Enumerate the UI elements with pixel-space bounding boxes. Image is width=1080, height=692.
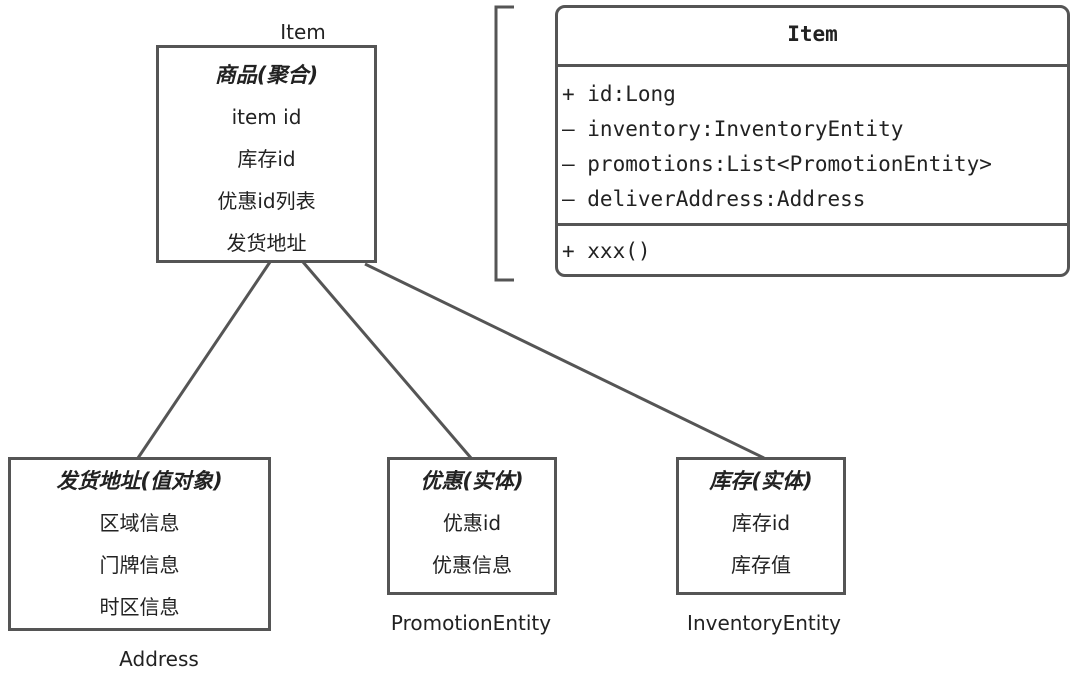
connector-inventory [364,262,765,460]
inventory-box: 库存(实体) 库存id 库存值 [676,457,846,595]
address-field: 门牌信息 [99,553,180,577]
aggregate-title: 商品(聚合) [214,63,319,87]
address-box: 发货地址(值对象) 区域信息 门牌信息 时区信息 [8,457,271,631]
uml-operation: + xxx() [562,239,651,263]
uml-attribute: – promotions:List<PromotionEntity> [562,152,992,176]
uml-attribute: – deliverAddress:Address [562,187,866,211]
inventory-field: 库存id [731,511,791,535]
promotion-title: 优惠(实体) [420,469,524,493]
aggregate-field: 库存id [237,147,296,171]
uml-attribute: – inventory:InventoryEntity [562,117,904,141]
aggregate-field: 发货地址 [226,231,307,255]
address-field: 时区信息 [99,595,180,619]
promotion-caption: PromotionEntity [390,611,552,635]
aggregate-field: 优惠id列表 [217,189,316,213]
promotion-field: 优惠信息 [432,553,512,577]
uml-class-box: Item + id:Long – inventory:InventoryEnti… [555,5,1070,277]
aggregate-caption: Item [280,20,326,44]
address-field: 区域信息 [99,511,180,535]
uml-class-name: Item [558,8,1067,67]
inventory-caption: InventoryEntity [687,611,841,635]
promotion-box: 优惠(实体) 优惠id 优惠信息 [387,457,557,595]
promotion-field: 优惠id [442,511,502,535]
connector-promotion [301,261,473,459]
address-caption: Address [119,647,199,671]
inventory-title: 库存(实体) [709,469,813,493]
aggregate-field: item id [231,105,302,129]
uml-attribute: + id:Long [562,82,676,106]
connector-address [136,261,272,459]
uml-attributes: + id:Long – inventory:InventoryEntity – … [558,67,1067,226]
aggregate-box: 商品(聚合) item id 库存id 优惠id列表 发货地址 [156,45,377,263]
bracket [494,5,514,282]
address-title: 发货地址(值对象) [56,469,223,493]
inventory-field: 库存值 [731,553,791,577]
